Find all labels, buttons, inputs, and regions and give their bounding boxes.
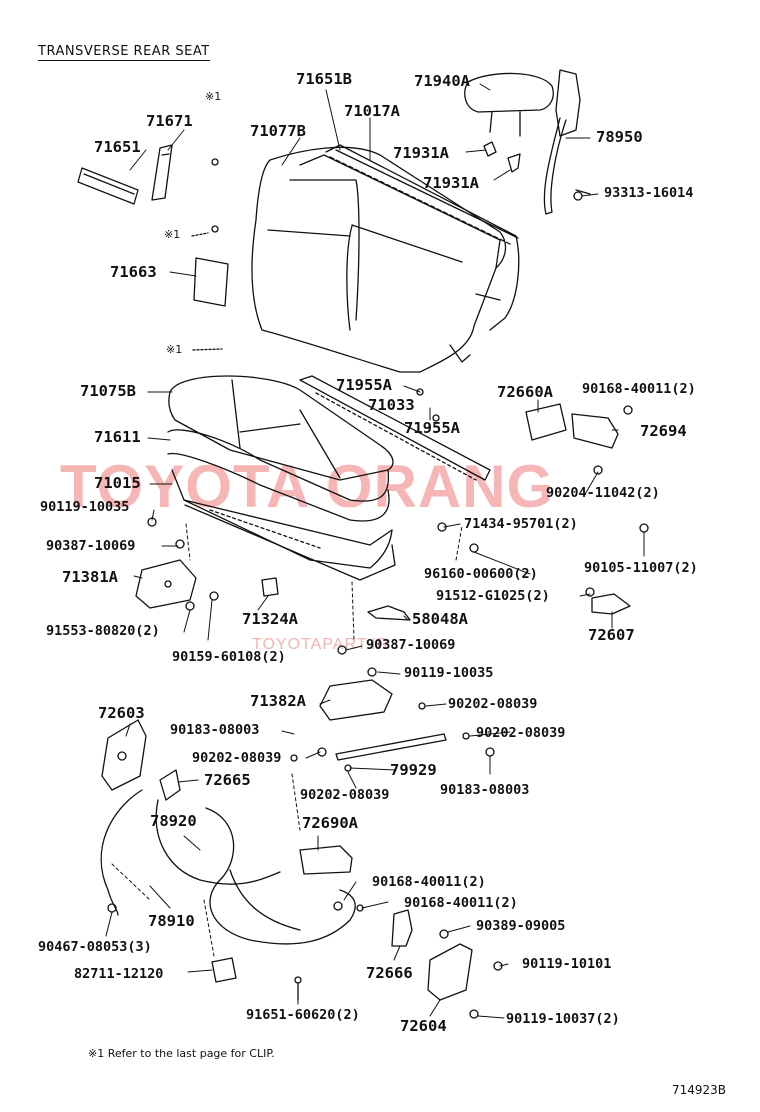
- part-label-71382A[interactable]: 71382A: [250, 692, 306, 710]
- part-label-90202-08039-d[interactable]: 90202-08039: [300, 787, 390, 803]
- part-label-71931A-lower[interactable]: 71931A: [423, 174, 479, 192]
- part-label-91651-60620[interactable]: 91651-60620(2): [246, 1007, 360, 1023]
- part-label-90202-08039-c[interactable]: 90202-08039: [192, 750, 282, 766]
- part-label-90467-08053[interactable]: 90467-08053(3): [38, 939, 152, 955]
- part-label-71931A-upper[interactable]: 71931A: [393, 144, 449, 162]
- bracket-72690A-drawing: [299, 845, 353, 875]
- part-label-90159-60108[interactable]: 90159-60108(2): [172, 649, 286, 665]
- part-label-72665[interactable]: 72665: [204, 771, 251, 789]
- part-label-91553-80820[interactable]: 91553-80820(2): [46, 623, 160, 639]
- cable-78910-drawing: [100, 789, 143, 916]
- part-label-90387-10069-lower[interactable]: 90387-10069: [366, 637, 456, 653]
- part-label-90105-11007[interactable]: 90105-11007(2): [584, 560, 698, 576]
- part-label-79929[interactable]: 79929: [390, 761, 437, 779]
- panel-drawing: [193, 257, 229, 307]
- part-label-71075B[interactable]: 71075B: [80, 382, 136, 400]
- part-label-90202-08039-b[interactable]: 90202-08039: [476, 725, 566, 741]
- part-label-71033[interactable]: 71033: [368, 396, 415, 414]
- part-label-71017A[interactable]: 71017A: [344, 102, 400, 120]
- part-label-71663[interactable]: 71663: [110, 263, 157, 281]
- part-label-72694[interactable]: 72694: [640, 422, 687, 440]
- diagram-title: TRANSVERSE REAR SEAT: [38, 44, 210, 61]
- seat-belt-drawing: [543, 69, 591, 215]
- part-label-90119-10101[interactable]: 90119-10101: [522, 956, 612, 972]
- part-label-93313-16014[interactable]: 93313-16014: [604, 185, 694, 201]
- part-label-71077B[interactable]: 71077B: [250, 122, 306, 140]
- star-mark-1: ※1: [205, 90, 222, 103]
- part-label-72603[interactable]: 72603: [98, 704, 145, 722]
- part-label-90389-09005[interactable]: 90389-09005: [476, 918, 566, 934]
- part-label-71671[interactable]: 71671: [146, 112, 193, 130]
- part-label-71651B[interactable]: 71651B: [296, 70, 352, 88]
- headrest-drawing: [464, 72, 554, 137]
- part-label-82711-12120[interactable]: 82711-12120: [74, 966, 164, 982]
- part-label-96160-00600[interactable]: 96160-00600(2): [424, 566, 538, 582]
- part-label-71940A[interactable]: 71940A: [414, 72, 470, 90]
- hinge-72603-drawing: [101, 719, 147, 791]
- hinge-72604-drawing: [427, 943, 473, 1001]
- hinge-71381A-drawing: [135, 559, 197, 609]
- part-label-78920[interactable]: 78920: [150, 812, 197, 830]
- part-label-90183-08003-left[interactable]: 90183-08003: [170, 722, 260, 738]
- bracket-72607-drawing: [591, 593, 631, 615]
- part-label-90387-10069-upper[interactable]: 90387-10069: [46, 538, 136, 554]
- part-label-72690A[interactable]: 72690A: [302, 814, 358, 832]
- diagram-code: 714923B: [672, 1083, 727, 1097]
- part-label-58048A[interactable]: 58048A: [412, 610, 468, 628]
- part-label-71955A-lower[interactable]: 71955A: [404, 419, 460, 437]
- star-mark-2: ※1: [164, 228, 181, 241]
- part-label-72604[interactable]: 72604: [400, 1017, 447, 1035]
- pad-drawing: [151, 144, 173, 201]
- hinge-71382A-drawing: [319, 679, 393, 721]
- seat-cushion-drawing: [167, 375, 396, 581]
- part-label-71324A[interactable]: 71324A: [242, 610, 298, 628]
- part-label-72666[interactable]: 72666: [366, 964, 413, 982]
- part-label-71434-95701[interactable]: 71434-95701(2): [464, 516, 578, 532]
- part-label-71015[interactable]: 71015: [94, 474, 141, 492]
- armrest-cover-drawing: [77, 167, 139, 205]
- part-label-71955A-upper[interactable]: 71955A: [336, 376, 392, 394]
- star-mark-3: ※1: [166, 343, 183, 356]
- rod-79929-drawing: [335, 733, 447, 761]
- watermark-sub: TOYOTAPART.IR: [252, 636, 390, 653]
- part-label-78910[interactable]: 78910: [148, 912, 195, 930]
- part-label-78950[interactable]: 78950: [596, 128, 643, 146]
- part-label-90119-10037[interactable]: 90119-10037(2): [506, 1011, 620, 1027]
- part-label-71651[interactable]: 71651: [94, 138, 141, 156]
- part-label-90168-40011-low[interactable]: 90168-40011(2): [404, 895, 518, 911]
- part-label-72607[interactable]: 72607: [588, 626, 635, 644]
- part-label-90202-08039-a[interactable]: 90202-08039: [448, 696, 538, 712]
- part-label-90168-40011-mid[interactable]: 90168-40011(2): [372, 874, 486, 890]
- bracket-72660A-drawing: [525, 403, 567, 441]
- part-label-71611[interactable]: 71611: [94, 428, 141, 446]
- part-label-72660A[interactable]: 72660A: [497, 383, 553, 401]
- part-label-90204-11042[interactable]: 90204-11042(2): [546, 485, 660, 501]
- bracket-72694-drawing: [571, 413, 619, 449]
- part-label-91512-G1025[interactable]: 91512-G1025(2): [436, 588, 550, 604]
- part-label-90168-40011-top[interactable]: 90168-40011(2): [582, 381, 696, 397]
- seat-back-drawing: [251, 144, 520, 373]
- part-label-90183-08003-right[interactable]: 90183-08003: [440, 782, 530, 798]
- watermark-main: TOYOTA ORANG: [60, 453, 555, 520]
- part-label-90119-10035-lower[interactable]: 90119-10035: [404, 665, 494, 681]
- part-label-71381A[interactable]: 71381A: [62, 568, 118, 586]
- part-label-90119-10035-upper[interactable]: 90119-10035: [40, 499, 130, 515]
- clip-footnote: ※1 Refer to the last page for CLIP.: [88, 1047, 275, 1060]
